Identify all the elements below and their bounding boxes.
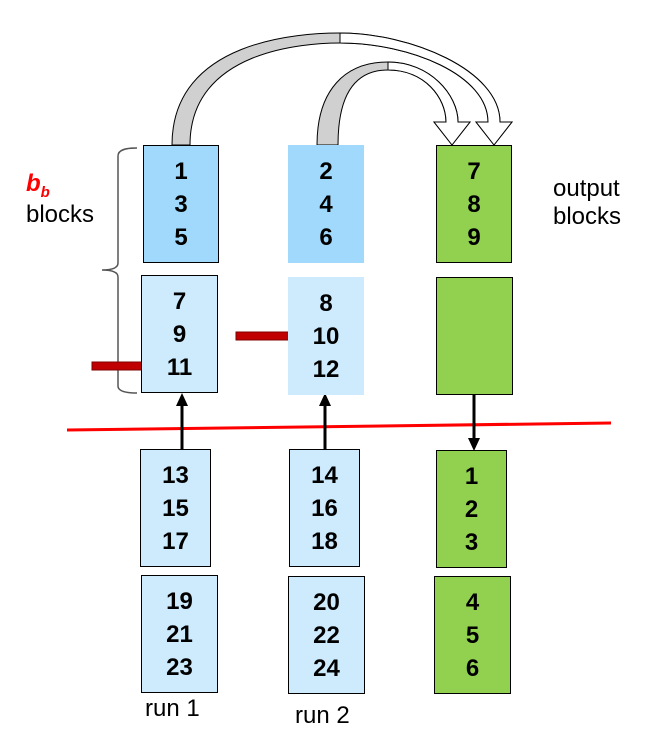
run2-label: run 2 <box>295 702 350 729</box>
brace-bracket <box>101 147 138 394</box>
memory-boundary-line <box>66 421 612 432</box>
merge-arrow-run1-white <box>339 32 514 146</box>
write-arrowhead-output <box>468 438 480 451</box>
read-arrowhead-run2 <box>319 393 331 406</box>
output-blocks-label: output blocks <box>553 175 622 230</box>
bb-symbol: bb <box>26 170 50 201</box>
output-buffer-block-2 <box>436 277 513 395</box>
run1-label: run 1 <box>145 695 200 722</box>
read-arrowhead-run1 <box>176 393 188 406</box>
bb-blocks-label: bb blocks <box>26 170 94 229</box>
blocks-text: blocks <box>26 201 95 229</box>
